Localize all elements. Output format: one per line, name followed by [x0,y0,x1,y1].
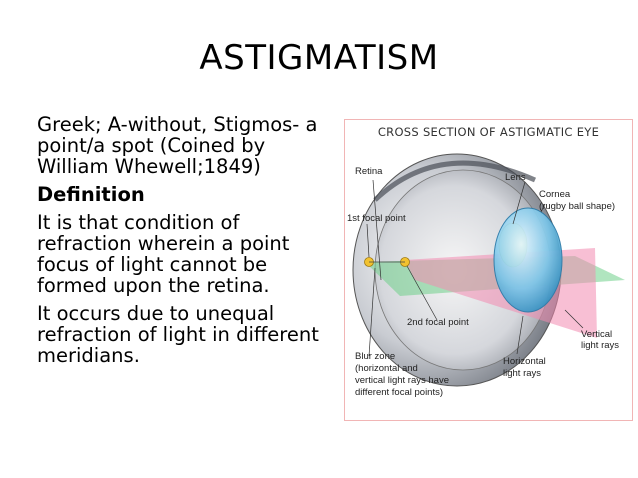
astigmatic-eye-figure: CROSS SECTION OF ASTIGMATIC EYE [344,119,633,421]
eyeball-rim [373,160,537,202]
label-cornea: Cornea [539,189,571,200]
label-second-focal-point: 2nd focal point [407,317,469,328]
slide-body: Greek; A-without, Stigmos- a point/a spo… [37,114,337,373]
label-vertical-rays-1: Vertical [581,329,613,340]
label-retina: Retina [355,166,383,177]
eye-cross-section-illustration [352,153,625,387]
label-lens: Lens [505,172,526,183]
etymology-paragraph: Greek; A-without, Stigmos- a point/a spo… [37,113,318,178]
label-blur-zone-3: vertical light rays have [355,375,449,386]
label-blur-zone-2: (horizontal and [355,363,418,374]
leader-lines [366,179,584,357]
definition-heading: Definition [37,183,145,206]
cause-paragraph: It occurs due to unequal refraction of l… [37,302,319,367]
label-horizontal-rays-1: Horizontal [503,356,546,367]
slide-title: ASTIGMATISM [199,38,439,78]
label-blur-zone: Blur zone [355,351,396,362]
label-first-focal-point: 1st focal point [347,213,406,224]
label-horizontal-rays-2: light rays [503,368,542,379]
cornea [493,207,563,313]
definition-paragraph: It is that condition of refraction where… [37,211,290,297]
label-blur-zone-4: different focal points) [355,387,444,398]
figure-title: CROSS SECTION OF ASTIGMATIC EYE [377,125,600,139]
label-vertical-rays-2: light rays [581,340,620,351]
label-cornea-note: (rugby ball shape) [539,201,616,212]
